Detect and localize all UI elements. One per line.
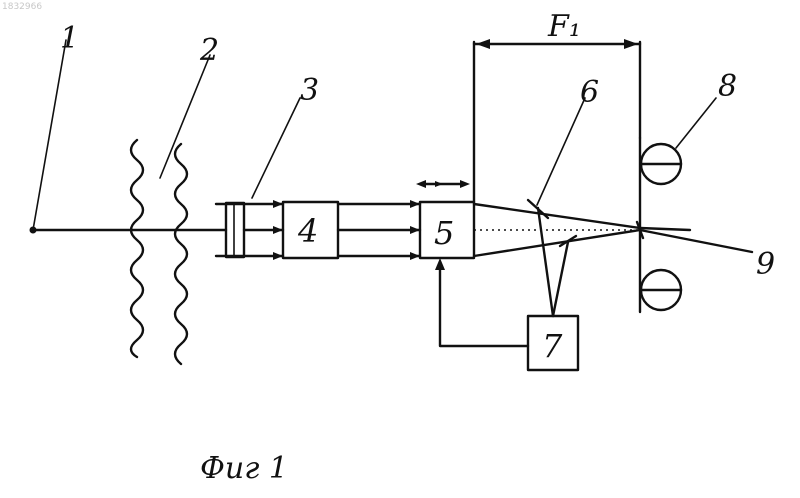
label-1: 1 <box>60 21 79 56</box>
label-5: 5 <box>434 214 454 252</box>
figure-caption: Фиг 1 <box>200 451 288 486</box>
document-number: 1832966 <box>2 2 42 12</box>
label-2: 2 <box>199 33 219 68</box>
feedback-ray-a <box>538 208 553 316</box>
label-6: 6 <box>580 75 599 110</box>
label-7: 7 <box>542 327 563 365</box>
turbulent-layer-b <box>175 144 187 364</box>
arrow-icon <box>273 200 283 208</box>
leader-line-2 <box>160 55 210 178</box>
label-9: 9 <box>756 247 775 282</box>
arrow-icon <box>273 226 283 234</box>
leader-line-3 <box>252 98 300 198</box>
arrow-icon <box>410 226 420 234</box>
leader-line-1 <box>33 40 66 230</box>
arrow-icon <box>435 258 445 270</box>
arrow-icon <box>460 180 470 188</box>
turbulent-layer-a <box>131 140 143 357</box>
dimension-label: F₁ <box>547 9 581 44</box>
arrow-icon <box>410 200 420 208</box>
arrow-icon <box>435 181 443 187</box>
collimator-lens <box>226 203 244 257</box>
label-3: 3 <box>300 73 319 108</box>
arrow-icon <box>624 39 638 49</box>
converging-ray-lower <box>474 230 640 256</box>
label-8: 8 <box>718 69 737 104</box>
label-4: 4 <box>297 212 318 250</box>
feedback-ray-b <box>553 242 568 316</box>
converging-ray-upper <box>474 204 640 228</box>
feedback-link <box>440 262 528 346</box>
arrow-icon <box>410 252 420 260</box>
leader-line-8 <box>676 98 716 148</box>
arrow-icon <box>416 180 426 188</box>
arrow-icon <box>273 252 283 260</box>
film-output <box>640 228 690 230</box>
film-ray-9 <box>640 230 752 252</box>
leader-line-6 <box>537 98 585 205</box>
arrow-icon <box>476 39 490 49</box>
